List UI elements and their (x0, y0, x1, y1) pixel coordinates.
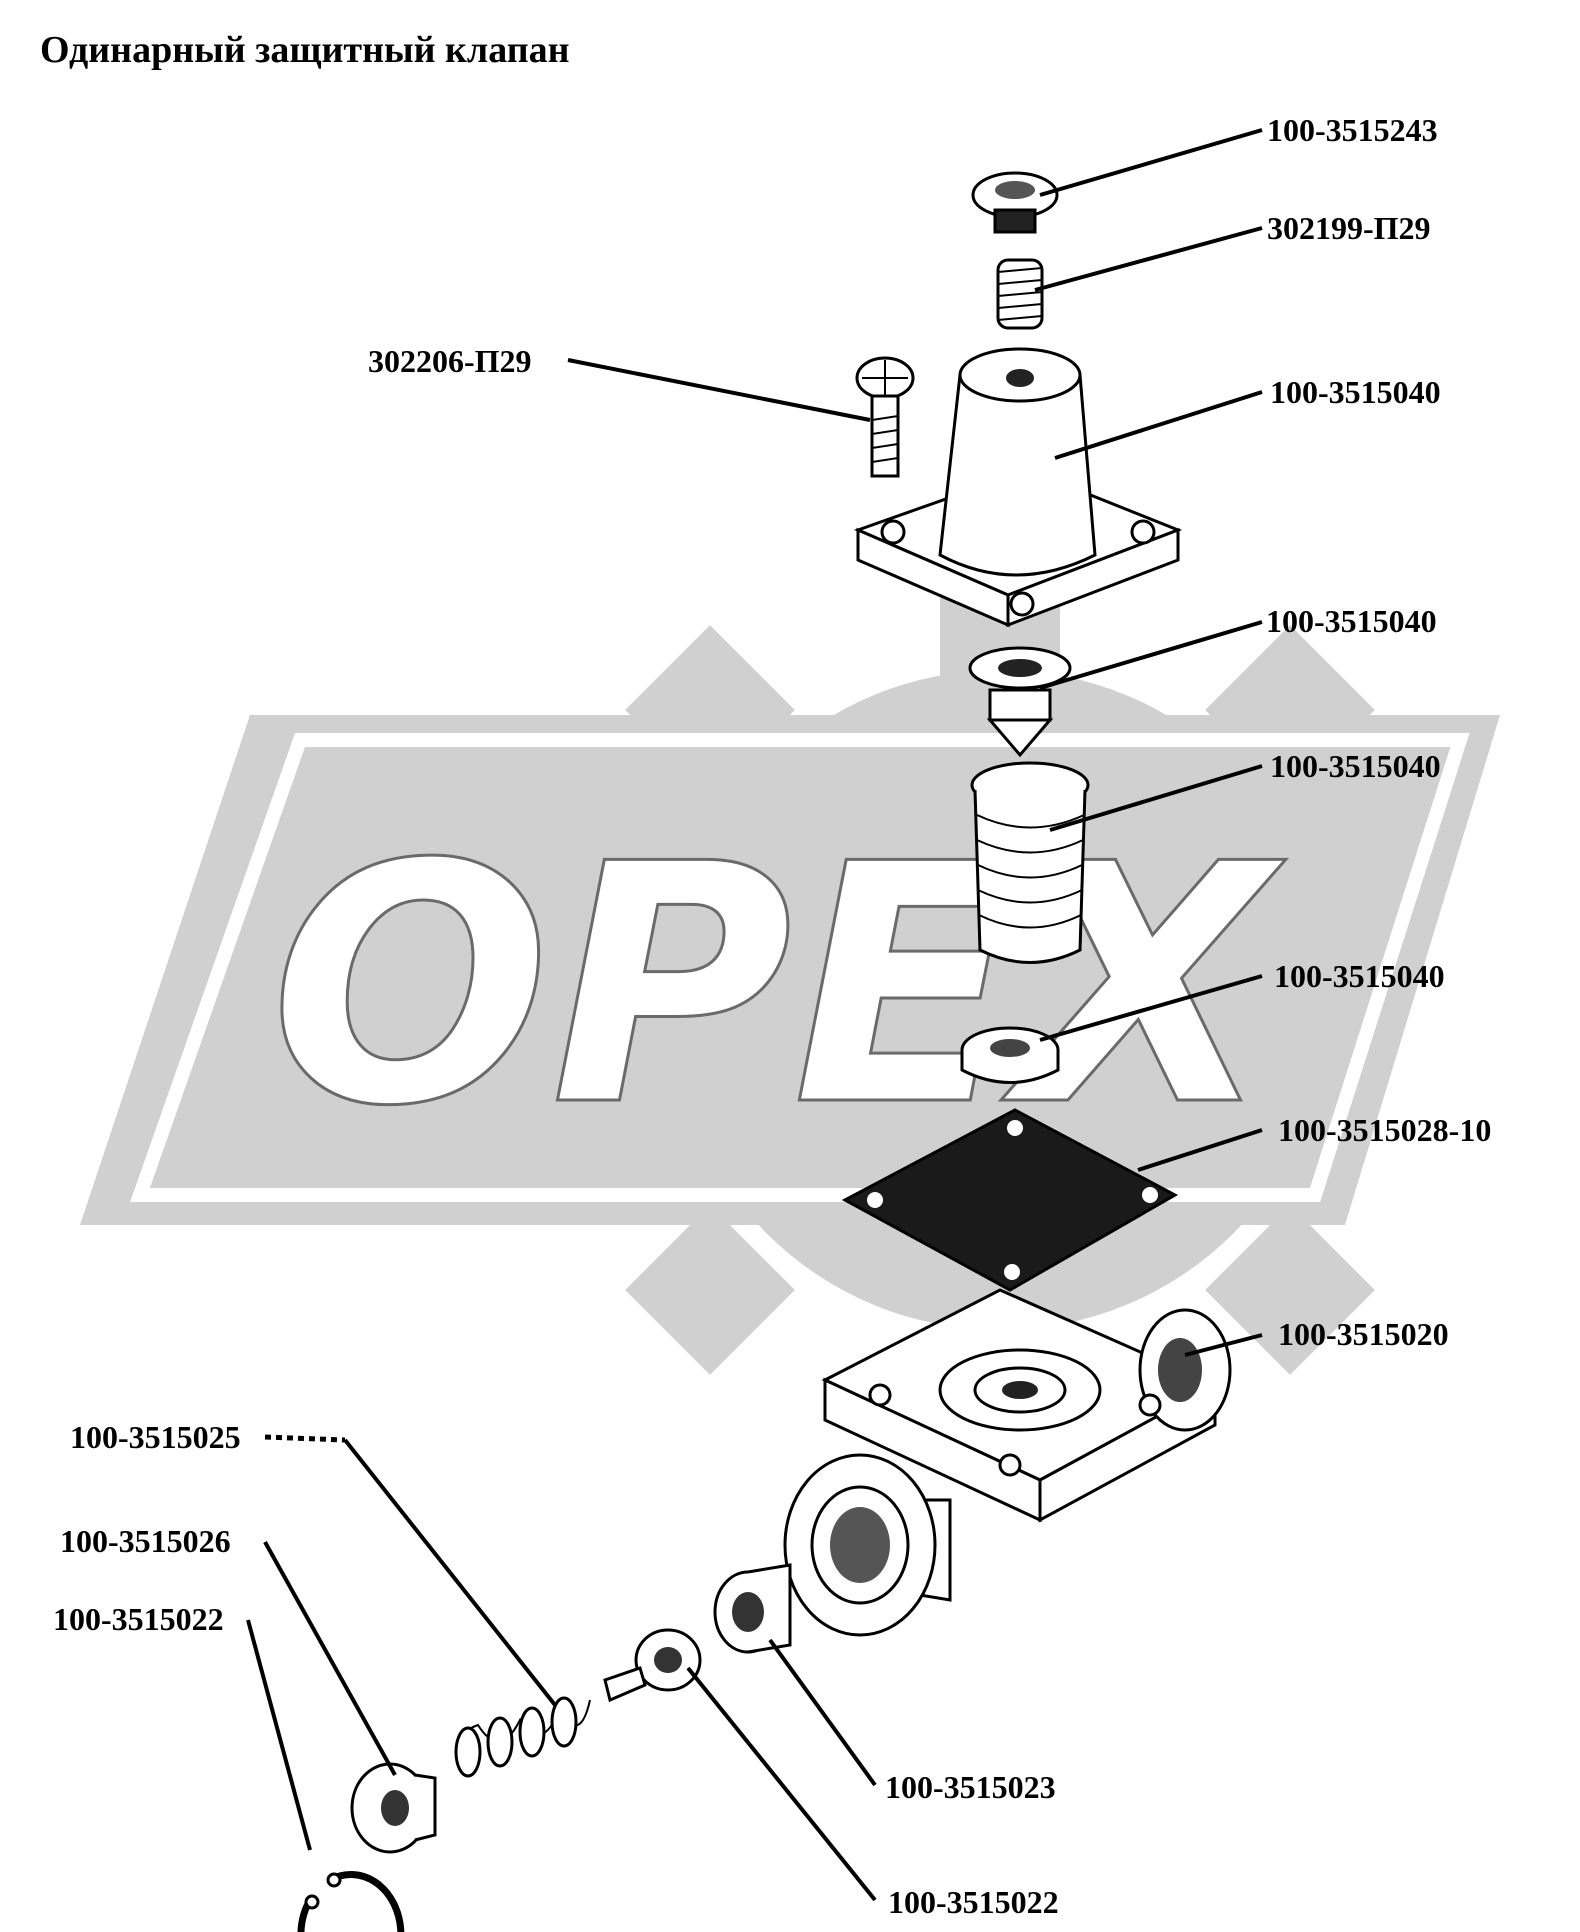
part-spring-retainer (350, 1762, 437, 1854)
label-100-3515040-stem: 100-3515040 (1266, 603, 1437, 639)
leader-lines (246, 128, 1263, 1902)
part-valve-plunger (603, 1628, 702, 1703)
label-100-3515243: 100-3515243 (1267, 112, 1438, 148)
part-valve-stem (968, 646, 1072, 758)
label-100-3515023: 100-3515023 (885, 1769, 1056, 1805)
watermark-logo: OPEX (80, 590, 1500, 1410)
label-100-3515022-clip: 100-3515022 (53, 1601, 224, 1637)
diagram-title: Одинарный защитный клапан (40, 29, 570, 71)
label-100-3515040-seat: 100-3515040 (1274, 958, 1445, 994)
part-diaphragm (841, 1108, 1179, 1292)
watermark-text: OPEX (270, 794, 1286, 1178)
part-circlip (297, 1871, 405, 1932)
label-100-3515028-10: 100-3515028-10 (1278, 1112, 1491, 1148)
label-302199-p29: 302199-П29 (1267, 210, 1431, 246)
label-100-3515025: 100-3515025 (70, 1419, 241, 1455)
label-100-3515022-plunger: 100-3515022 (888, 1884, 1059, 1920)
label-100-3515026: 100-3515026 (60, 1523, 231, 1559)
part-bushing (713, 1563, 792, 1654)
part-bolt (855, 356, 915, 478)
part-cap-screw (971, 171, 1059, 234)
label-302206-p29: 302206-П29 (368, 343, 532, 379)
part-labels: 100-3515243 302199-П29 302206-П29 100-35… (53, 112, 1491, 1920)
label-100-3515040-cover: 100-3515040 (1270, 374, 1441, 410)
part-small-spring (996, 258, 1044, 330)
label-100-3515020: 100-3515020 (1278, 1316, 1449, 1352)
part-valve-body (783, 1288, 1232, 1637)
label-100-3515040-spring: 100-3515040 (1270, 748, 1441, 784)
part-spring (454, 1696, 591, 1778)
part-spring-seat (960, 1026, 1060, 1084)
part-cover-housing (853, 347, 1183, 628)
part-large-spring (970, 761, 1090, 964)
